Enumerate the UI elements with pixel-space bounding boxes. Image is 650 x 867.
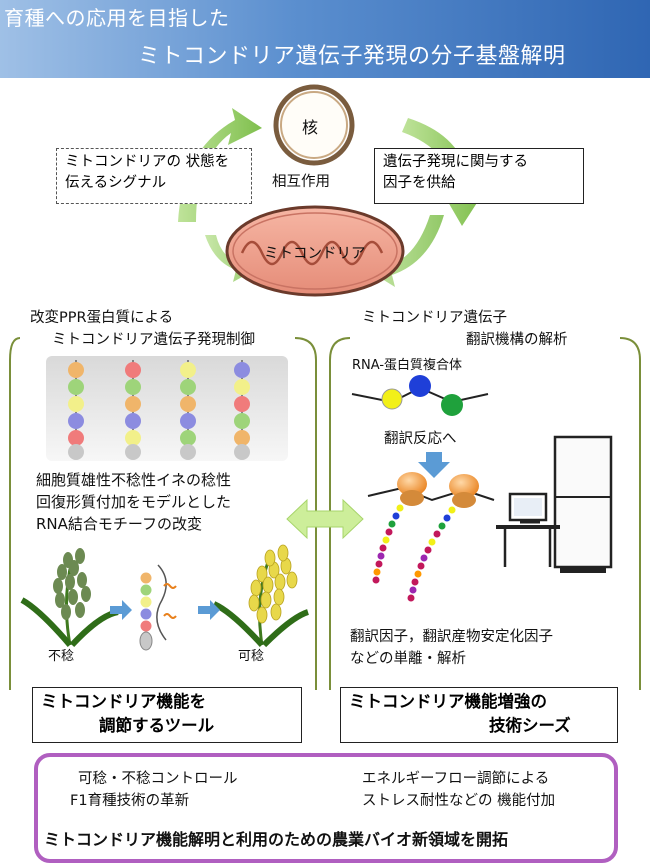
translation-label: 翻訳反応へ xyxy=(384,431,457,447)
seeds-title-box: ミトコンドリア機能増強の 技術シーズ xyxy=(340,687,618,743)
nascent-peptide-chains xyxy=(372,504,456,602)
seeds-title-line-2: 技術シーズ xyxy=(489,716,571,735)
right-description: 翻訳因子，翻訳産物安定化因子 などの単離・解析 xyxy=(350,626,553,670)
bottom-summary-box xyxy=(34,753,618,863)
tool-title-line-1: ミトコンドリア機能を xyxy=(41,692,206,711)
ribosome-icon xyxy=(367,472,495,508)
left-desc-line-3: RNA結合モチーフの改変 xyxy=(36,515,203,533)
nucleus-label: 核 xyxy=(302,118,319,137)
rna-protein-complex-icon xyxy=(351,375,489,416)
tool-title-line-2: 調節するツール xyxy=(99,716,215,735)
right-heading-2: 翻訳機構の解析 xyxy=(466,332,568,348)
right-arrow-icon xyxy=(110,600,220,620)
rice-plant-icon-fertile xyxy=(212,544,310,648)
bottom-left-line-2: F1育種技術の革新 xyxy=(70,793,190,809)
ppr-panel xyxy=(46,356,288,461)
double-arrow-icon xyxy=(286,498,364,540)
rice-plant-icon xyxy=(20,548,119,648)
left-desc-line-2: 回復形質付加をモデルとした xyxy=(36,493,232,511)
signal-box-line-1: ミトコンドリアの 状態を xyxy=(65,154,230,170)
left-heading-2: ミトコンドリア遺伝子発現制御 xyxy=(52,332,255,348)
left-heading-1: 改変PPR蛋白質による xyxy=(30,310,174,326)
nucleus-icon xyxy=(273,84,355,166)
ppr-bead-strings xyxy=(68,360,250,460)
bottom-left-line-1: 可稔・不稔コントロール xyxy=(78,771,238,787)
fertile-label: 可稔 xyxy=(238,649,265,664)
mitochondria-label: ミトコンドリア xyxy=(264,246,366,262)
signal-box-line-2: 伝えるシグナル xyxy=(65,175,167,191)
bottom-right-line-2: ストレス耐性などの 機能付加 xyxy=(362,793,556,809)
left-panel-outline xyxy=(9,337,21,690)
right-panel-outline xyxy=(619,337,641,690)
bottom-right-line-1: エネルギーフロー調節による xyxy=(362,771,550,787)
bottom-left-text: 可稔・不稔コントロール F1育種技術の革新 xyxy=(70,768,238,812)
mitochondrion-icon xyxy=(225,205,405,297)
rna-complex-label: RNA-蛋白質複合体 xyxy=(352,358,463,373)
header-banner xyxy=(0,0,650,78)
signal-box: ミトコンドリアの 状態を 伝えるシグナル xyxy=(56,148,252,204)
down-arrow-icon xyxy=(418,452,450,478)
factor-box-line-1: 遺伝子発現に関与する xyxy=(383,154,528,170)
computer-icon xyxy=(496,435,613,573)
conclusion-text: ミトコンドリア機能解明と利用のための農業バイオ新領域を開拓 xyxy=(44,830,509,849)
left-description: 細胞質雄性不稔性イネの稔性 回復形質付加をモデルとした RNA結合モチーフの改変 xyxy=(36,469,231,535)
right-panel-outline-left xyxy=(329,337,351,690)
ppr-rna-binding-icon xyxy=(139,564,177,651)
right-heading-1: ミトコンドリア遺伝子 xyxy=(362,310,507,326)
interaction-label: 相互作用 xyxy=(272,174,330,190)
factor-supply-box: 遺伝子発現に関与する 因子を供給 xyxy=(374,148,584,204)
factor-box-line-2: 因子を供給 xyxy=(383,175,456,191)
bottom-right-text: エネルギーフロー調節による ストレス耐性などの 機能付加 xyxy=(362,768,555,812)
title-line-1: 育種への応用を目指した xyxy=(4,6,230,30)
sterile-label: 不稔 xyxy=(48,649,75,664)
left-panel-outline-right xyxy=(294,337,317,690)
left-desc-line-1: 細胞質雄性不稔性イネの稔性 xyxy=(36,471,232,489)
tool-title-box: ミトコンドリア機能を 調節するツール xyxy=(32,687,302,743)
right-desc-line-1: 翻訳因子，翻訳産物安定化因子 xyxy=(350,629,553,645)
right-desc-line-2: などの単離・解析 xyxy=(350,651,466,667)
seeds-title-line-1: ミトコンドリア機能増強の xyxy=(349,692,547,711)
title-line-2: ミトコンドリア遺伝子発現の分子基盤解明 xyxy=(138,44,566,69)
